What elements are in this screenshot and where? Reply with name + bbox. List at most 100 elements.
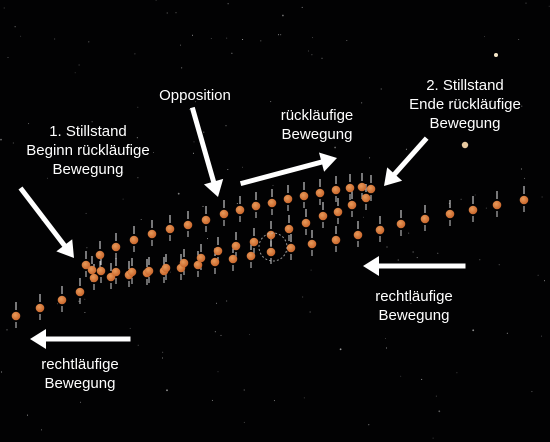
- star: [202, 205, 204, 207]
- star: [490, 100, 493, 103]
- star: [421, 378, 423, 380]
- star: [242, 166, 243, 168]
- mars-disc-icon: [366, 184, 376, 194]
- mars-disc-icon: [235, 205, 245, 215]
- star: [380, 88, 382, 90]
- star: [524, 177, 526, 179]
- star: [193, 152, 194, 154]
- mars-disc-icon: [318, 211, 328, 221]
- star: [412, 251, 414, 253]
- mars-disc-icon: [111, 267, 121, 277]
- first-station-line-1: 1. Stillstand: [49, 123, 127, 140]
- star: [220, 334, 222, 336]
- mars-disc-icon: [345, 183, 355, 193]
- prograde-right-line-1: rechtläufige: [375, 288, 453, 305]
- arrow-shaft: [391, 136, 429, 178]
- mars-disc-icon: [193, 260, 203, 270]
- mars-disc-icon: [347, 200, 357, 210]
- star: [302, 296, 304, 298]
- star: [129, 327, 131, 329]
- mars-disc-icon: [396, 219, 406, 229]
- star: [122, 198, 124, 200]
- star: [122, 171, 124, 173]
- star: [435, 395, 437, 397]
- star: [28, 123, 30, 125]
- star: [334, 146, 336, 149]
- mars-disc-icon: [144, 266, 154, 276]
- mars-disc-icon: [331, 185, 341, 195]
- star: [311, 54, 313, 56]
- star: [0, 138, 2, 141]
- mars-disc-icon: [196, 253, 206, 263]
- star: [137, 106, 139, 108]
- mars-disc-icon: [228, 254, 238, 264]
- star: [137, 344, 139, 346]
- first-station-arrow-icon: [18, 186, 74, 258]
- star: [544, 280, 545, 282]
- mars-disc-icon: [179, 258, 189, 268]
- star: [84, 312, 86, 313]
- mars-disc-icon: [246, 251, 256, 261]
- mars-disc-icon: [161, 263, 171, 273]
- mars-disc-icon: [333, 207, 343, 217]
- star: [310, 269, 312, 271]
- star: [231, 52, 233, 54]
- star: [211, 399, 213, 401]
- star: [155, 0, 157, 1]
- first-station-label: 1. Stillstand Beginn rückläufige Bewegun…: [8, 122, 168, 179]
- star: [195, 101, 197, 103]
- star: [307, 50, 309, 52]
- arrows: [18, 106, 466, 349]
- star: [368, 424, 370, 426]
- star: [289, 138, 291, 140]
- mars-disc-icon: [361, 193, 371, 203]
- star: [227, 3, 229, 5]
- prograde-right-line-2: Bewegung: [378, 307, 450, 324]
- first-station-line-2: Beginn rückläufige: [26, 142, 150, 159]
- bright-star: [461, 141, 469, 149]
- star: [175, 12, 177, 14]
- star: [85, 212, 87, 214]
- arrow-head: [30, 329, 46, 349]
- star: [548, 5, 550, 7]
- arrow-shaft: [239, 159, 325, 187]
- mars-disc-icon: [307, 239, 317, 249]
- star: [214, 331, 216, 333]
- opposition-label: Opposition: [140, 86, 250, 105]
- star: [236, 203, 238, 204]
- star: [14, 26, 16, 28]
- star: [386, 347, 387, 349]
- prograde-left-label: rechtläufige Bewegung: [20, 355, 140, 393]
- opposition-arrow-icon: [189, 106, 224, 197]
- star: [272, 184, 274, 186]
- star: [410, 303, 412, 304]
- mars-disc-icon: [95, 250, 105, 260]
- star: [74, 72, 76, 74]
- star: [339, 348, 342, 351]
- star: [137, 177, 139, 179]
- mars-disc-icon: [96, 266, 106, 276]
- star: [166, 389, 168, 392]
- second-station-line-1: 2. Stillstand: [426, 77, 504, 94]
- star: [485, 207, 487, 209]
- mars-disc-icon: [283, 194, 293, 204]
- retrograde-label: rückläufige Bewegung: [262, 106, 372, 144]
- star: [227, 169, 229, 170]
- star: [541, 196, 543, 198]
- star: [498, 264, 500, 266]
- second-station-label: 2. Stillstand Ende rückläufige Bewegung: [385, 76, 545, 133]
- star: [6, 329, 8, 331]
- star: [20, 35, 22, 37]
- star: [207, 238, 208, 240]
- star: [248, 334, 250, 336]
- star: [216, 302, 217, 304]
- star: [385, 338, 386, 339]
- star: [397, 259, 399, 261]
- star: [210, 38, 212, 39]
- mars-disc-icon: [183, 220, 193, 230]
- star: [521, 105, 523, 107]
- star: [226, 300, 228, 302]
- mars-disc-icon: [519, 195, 529, 205]
- star: [312, 37, 314, 39]
